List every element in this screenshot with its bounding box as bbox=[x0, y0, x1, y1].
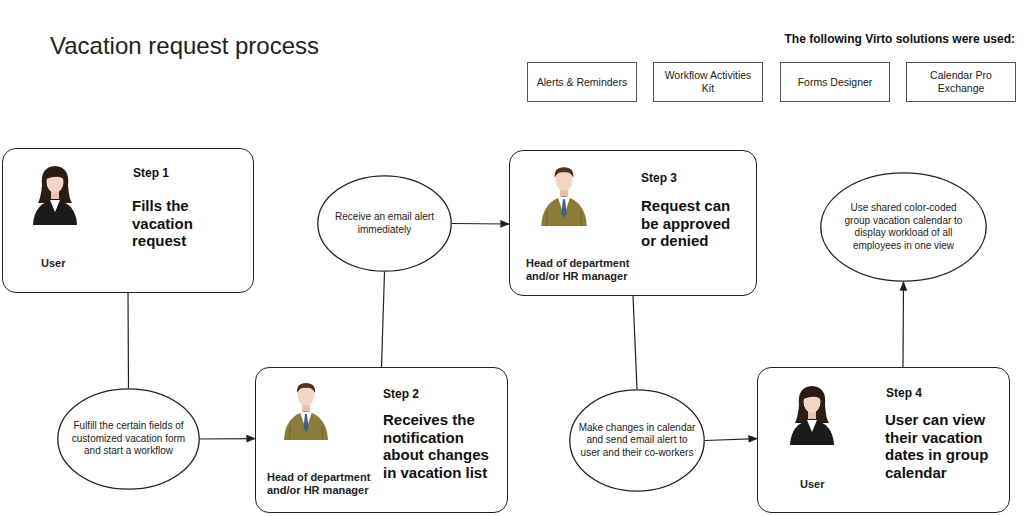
solution-name: Alerts & Reminders bbox=[531, 76, 633, 89]
manager-figure bbox=[538, 162, 590, 226]
step-action: Receives the notification about changes … bbox=[383, 411, 503, 481]
step-number: Step 4 bbox=[886, 386, 996, 400]
step-number: Step 1 bbox=[133, 166, 243, 180]
flow-arrow bbox=[452, 223, 509, 225]
action-oval: Fulfill the certain fields of customized… bbox=[57, 388, 200, 490]
header-note: The following Virto solutions were used: bbox=[760, 32, 1015, 46]
step-box: Step 2 Receives the notification about ch… bbox=[255, 367, 508, 513]
diagram-title: Vacation request process bbox=[50, 32, 319, 60]
solution-name: Forms Designer bbox=[792, 76, 879, 89]
oval-text: Fulfill the certain fields of customized… bbox=[70, 420, 188, 458]
action-oval: Make changes in calendar and send email … bbox=[569, 389, 705, 492]
oval-text: Receive an email alert immediately bbox=[335, 211, 435, 236]
role-label: User bbox=[41, 257, 121, 270]
action-oval: Receive an email alert immediately bbox=[317, 175, 452, 272]
solution-box: Workflow Activities Kit bbox=[653, 62, 763, 102]
solution-name: Workflow Activities Kit bbox=[654, 69, 762, 95]
user-figure bbox=[30, 163, 80, 225]
connector-line bbox=[382, 272, 385, 367]
solution-box: Calendar Pro Exchange bbox=[906, 62, 1016, 102]
connector-line bbox=[127, 293, 129, 388]
solution-box: Alerts & Reminders bbox=[527, 62, 637, 102]
oval-text: Use shared color-coded group vacation ca… bbox=[837, 202, 971, 252]
manager-figure bbox=[281, 378, 331, 440]
flow-arrow bbox=[902, 282, 904, 367]
solution-box: Forms Designer bbox=[780, 62, 890, 102]
step-action: User can view their vacation dates in gr… bbox=[885, 411, 1005, 481]
user-figure bbox=[787, 383, 837, 445]
step-number: Step 3 bbox=[641, 171, 751, 185]
step-action: Request can be approved or denied bbox=[641, 197, 737, 250]
flow-arrow bbox=[705, 439, 757, 441]
oval-text: Make changes in calendar and send email … bbox=[576, 422, 698, 460]
solution-name: Calendar Pro Exchange bbox=[907, 69, 1015, 95]
role-label: Head of department and/or HR manager bbox=[526, 257, 638, 283]
step-number: Step 2 bbox=[383, 387, 493, 401]
flow-arrow bbox=[200, 438, 255, 440]
role-label: Head of department and/or HR manager bbox=[267, 471, 379, 497]
connector-line bbox=[633, 296, 637, 389]
role-label: User bbox=[800, 478, 860, 491]
action-oval: Use shared color-coded group vacation ca… bbox=[820, 172, 987, 282]
step-action: Fills the vacation request bbox=[132, 197, 214, 250]
